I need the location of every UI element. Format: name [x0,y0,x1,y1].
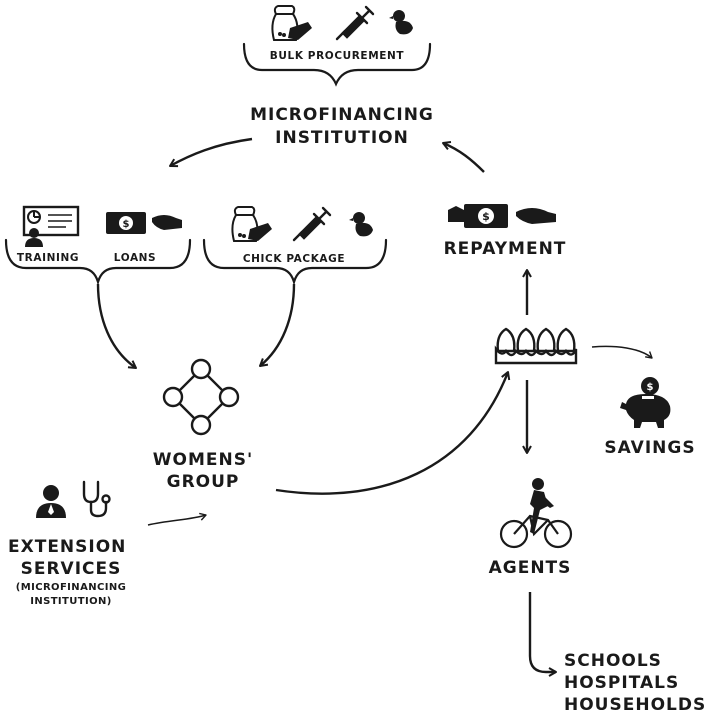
arrow-extension-to-group [147,512,207,526]
womens-group-line2: GROUP [166,472,240,492]
agents-label: AGENTS [488,558,572,578]
cyclist-icon [499,478,573,549]
womens-group-line1: WOMENS' [152,450,254,470]
extension-services-line2: SERVICES [20,559,122,579]
extension-services-sub1: (MICROFINANCING [15,582,127,593]
bulk-procurement-label: BULK PROCUREMENT [269,50,405,62]
arrow-repayment-to-mfi [442,140,485,173]
egg-tray-icon [494,327,578,365]
training-loans-brace [4,238,192,286]
arrow-chick-to-group [259,283,296,367]
mfi-title-line2: INSTITUTION [275,128,409,148]
repayment-label: REPAYMENT [443,239,567,259]
mfi-title-line1: MICROFINANCING [250,105,434,125]
syringe-icon [292,206,332,242]
syringe-icon [335,5,375,41]
chick-icon [389,10,413,35]
destination-hospitals: HOSPITALS [564,673,680,693]
loans-label: LOANS [113,252,157,264]
cash-hand-icon: $ [448,204,556,228]
arrow-agents-to-destinations [528,592,557,677]
savings-label: SAVINGS [604,438,696,458]
destination-households: HOUSEHOLDS [564,695,707,715]
feed-sack-icon [271,5,312,41]
feed-sack-icon [231,206,272,242]
arrow-mfi-to-training [169,137,253,168]
destination-schools: SCHOOLS [564,651,662,671]
extension-services-sub2: INSTITUTION) [30,596,112,607]
extension-services-line1: EXTENSION [8,537,127,557]
person-icon [36,485,66,518]
chick-package-brace [202,238,388,286]
svg-text:$: $ [123,219,130,230]
training-label: TRAINING [16,252,80,264]
chick-icon [349,212,373,237]
arrow-group-to-eggs [275,371,511,495]
bulk-procurement-brace [242,42,432,87]
stethoscope-icon [82,480,111,518]
piggy-bank-icon: $ [620,377,671,428]
group-network-icon [162,358,240,436]
svg-text:$: $ [482,210,490,223]
arrow-loans-to-group [96,283,137,369]
presentation-board-icon [22,205,80,247]
arrow-eggs-to-savings [591,345,653,359]
chick-package-label: CHICK PACKAGE [242,253,346,265]
svg-text:$: $ [647,382,654,393]
cash-hand-icon: $ [106,212,182,234]
